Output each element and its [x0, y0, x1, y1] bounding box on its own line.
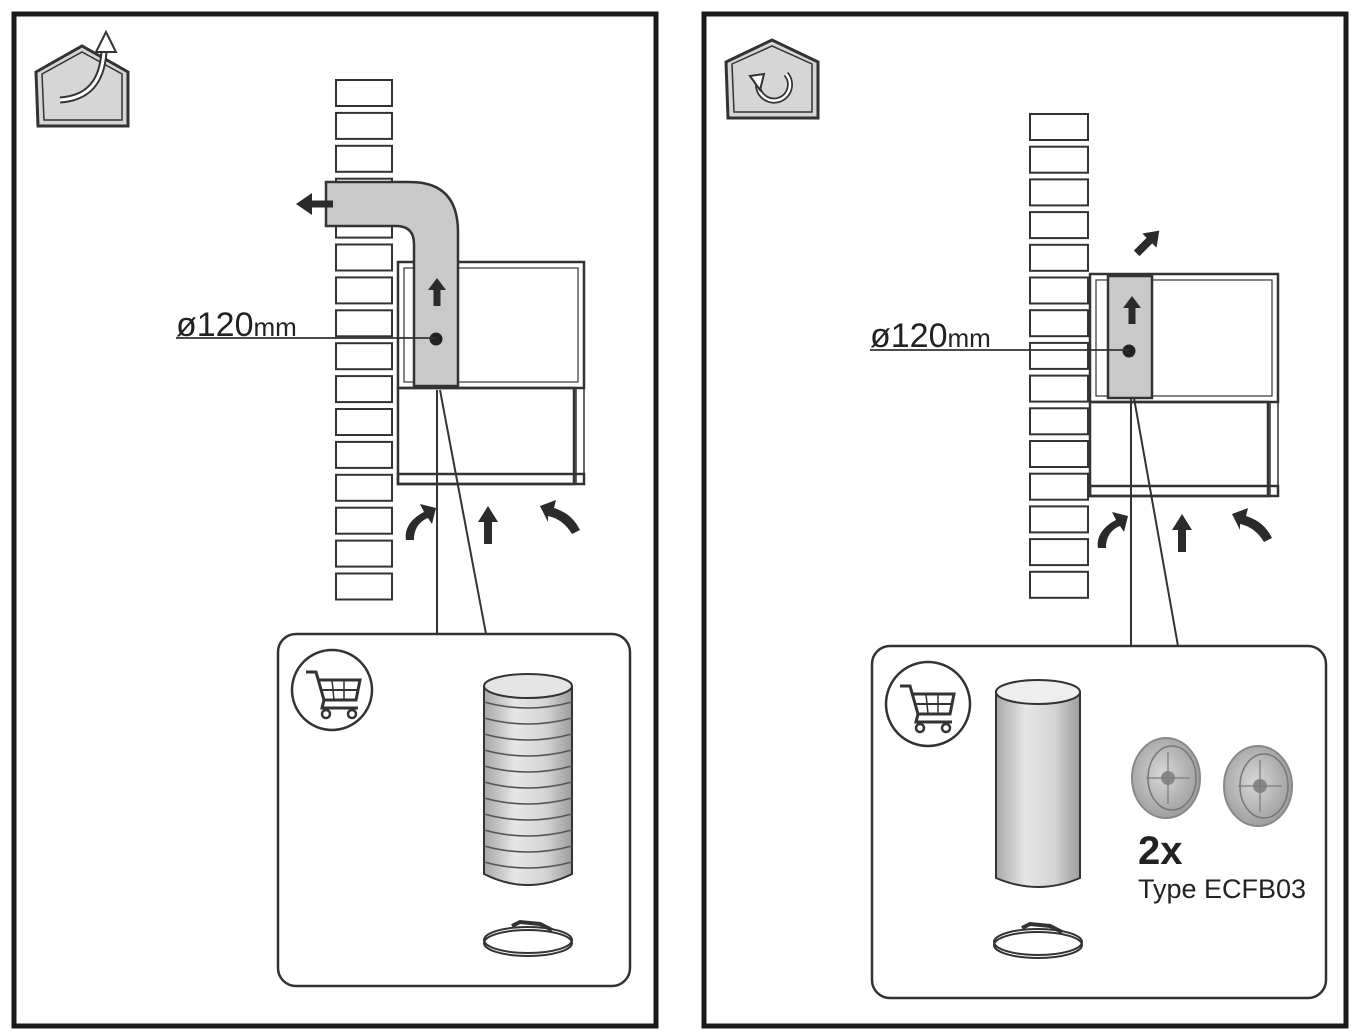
exhaust-arrow — [296, 193, 312, 215]
wall-brick — [335, 473, 393, 502]
carbon-filter — [1131, 737, 1293, 827]
wall-brick — [335, 572, 393, 601]
wall-brick — [1029, 440, 1089, 468]
panel-ducted: ø120mm — [11, 11, 659, 1029]
house-recirculation-icon — [724, 38, 820, 120]
intake-arrows — [1097, 508, 1272, 552]
wall-brick — [1029, 407, 1089, 436]
hose-clamp — [993, 921, 1083, 959]
panel-recirculation: ø120mm — [701, 11, 1349, 1029]
callout-lines — [1130, 397, 1179, 647]
duct-rib — [483, 765, 573, 773]
duct-rib — [483, 733, 573, 741]
duct-rib — [483, 781, 573, 789]
wall-cabinet — [396, 260, 586, 486]
wall-brick — [1029, 570, 1089, 599]
center-dot — [429, 332, 443, 346]
diameter-unit: mm — [948, 323, 991, 353]
duct-rib — [483, 813, 573, 821]
wall-brick — [1029, 243, 1089, 272]
duct-rib — [483, 701, 573, 709]
wall-brick — [335, 79, 393, 107]
wall-brick — [1029, 113, 1089, 141]
wall-brick — [1029, 276, 1089, 305]
duct-straight — [1106, 230, 1160, 400]
panel-frame — [701, 11, 1349, 1029]
wall-brick — [1029, 211, 1089, 240]
wall-brick — [335, 375, 393, 404]
wall-brick — [335, 111, 393, 140]
duct-rib — [483, 797, 573, 805]
shopping-cart-icon — [884, 660, 972, 748]
wall-brick — [1029, 505, 1089, 534]
wall-brick — [335, 309, 393, 338]
flexible-duct — [483, 673, 573, 886]
rigid-duct — [995, 679, 1081, 888]
duct-rib — [483, 749, 573, 757]
wall-brick — [1029, 178, 1089, 207]
callout-lines — [436, 389, 487, 635]
accessory-box — [276, 632, 632, 988]
wall-brick — [335, 506, 393, 535]
duct-rib — [483, 717, 573, 725]
svg-text:ø120mm: ø120mm — [870, 317, 991, 355]
wall-brick — [335, 276, 393, 305]
svg-text:ø120mm: ø120mm — [176, 306, 297, 344]
wall-cabinet — [1088, 272, 1280, 498]
outlet-arrow — [1133, 230, 1160, 257]
filter-type: Type ECFB03 — [1138, 874, 1306, 904]
duct-rib — [483, 845, 573, 853]
filter-quantity: 2x — [1138, 829, 1183, 873]
diameter-label: ø120mm — [176, 306, 436, 344]
wall-brick — [335, 243, 393, 272]
wall-brick — [335, 144, 393, 173]
wall-brick — [335, 539, 393, 568]
center-dot — [1122, 344, 1136, 358]
diameter-number: ø120 — [176, 306, 254, 344]
duct-rib — [483, 861, 573, 869]
duct-elbow — [296, 180, 460, 388]
diameter-number: ø120 — [870, 317, 948, 355]
wall-brick — [335, 408, 393, 436]
intake-arrows — [405, 500, 580, 544]
wall-brick — [1029, 309, 1089, 338]
wall-brick — [1029, 538, 1089, 567]
wall — [335, 79, 393, 601]
wall-brick — [1029, 145, 1089, 174]
hose-clamp — [483, 919, 573, 957]
wall-brick — [1029, 472, 1089, 501]
panel-frame — [11, 11, 659, 1029]
wall-brick — [335, 342, 393, 371]
wall-brick — [1029, 341, 1089, 370]
duct-rib — [483, 829, 573, 837]
diameter-unit: mm — [254, 312, 297, 342]
wall-brick — [1029, 374, 1089, 403]
house-ducted-outlet-icon — [34, 29, 130, 128]
wall — [1029, 113, 1089, 599]
accessory-box: 2x Type ECFB03 — [870, 644, 1328, 1000]
wall-brick — [335, 440, 393, 469]
diameter-label: ø120mm — [870, 317, 1129, 355]
shopping-cart-icon — [290, 648, 374, 732]
